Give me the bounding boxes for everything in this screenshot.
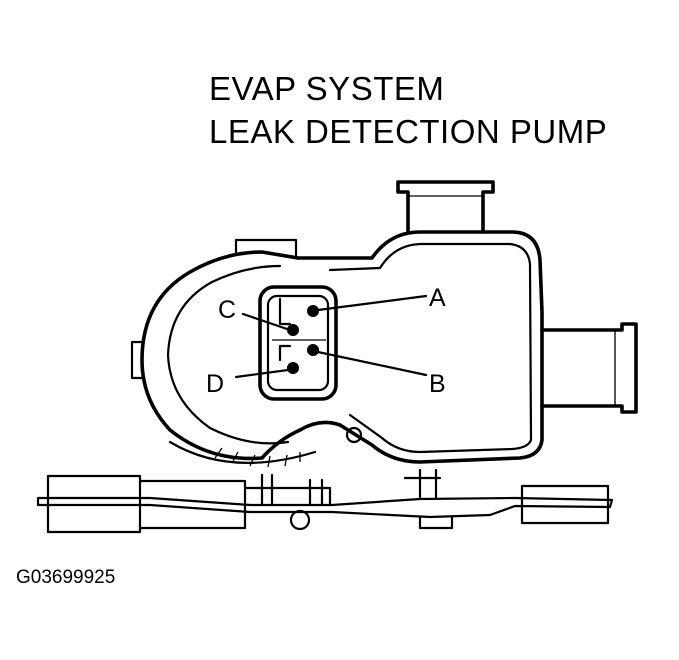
pump-body [296,230,544,464]
electrical-connector [258,285,338,401]
figure-code: G03699925 [16,567,116,588]
terminal-label-c: C [218,296,236,324]
terminal-pin-b [307,344,319,356]
terminal-label-a: A [429,284,446,312]
diaphragm-housing [130,238,317,468]
side-outlet-tube [540,322,638,414]
terminal-pin-a [307,305,319,317]
title-line-1: EVAP SYSTEM [209,70,445,107]
mounting-bracket [36,468,614,534]
top-outlet-tube [396,180,495,234]
terminal-pin-d [287,362,299,374]
terminal-pin-c [287,324,299,336]
title-line-2: LEAK DETECTION PUMP [209,113,608,150]
terminal-label-d: D [206,370,224,398]
terminal-label-b: B [429,370,446,398]
leader-lines [234,294,428,379]
